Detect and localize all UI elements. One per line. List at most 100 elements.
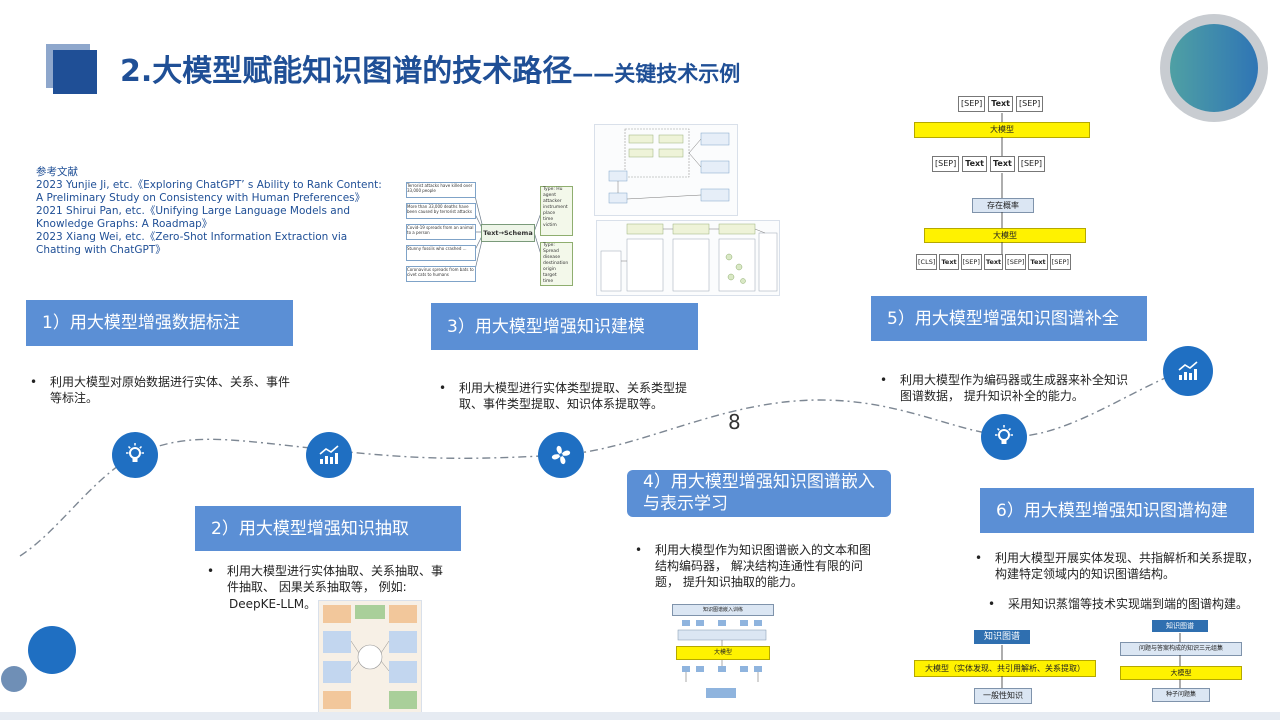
fig5-top-row: [SEP] Text [SEP] [958, 96, 1050, 112]
step-2-label-text: 2）用大模型增强知识抽取 [211, 518, 409, 539]
fig3-left-box: Terrorist attacks have killed over 33,00… [406, 182, 476, 198]
fig3-role: time [543, 279, 554, 284]
fig6a-kg-box: 知识图谱 [974, 630, 1030, 644]
fig5-mid-row: [SEP] Text Text [SEP] [932, 156, 1072, 172]
bullet: • [30, 375, 38, 389]
step-6-label-text: 6）用大模型增强知识图谱构建 [996, 500, 1228, 521]
step-6-label: 6）用大模型增强知识图谱构建 [980, 488, 1254, 533]
fig5-llm-bar-2: 大模型 [924, 228, 1086, 243]
fig5-token: Text [939, 254, 959, 270]
lightbulb-icon-circle-2 [981, 414, 1027, 460]
reference-item: 2023 Yunjie Ji, etc.《Exploring ChatGPT’ … [36, 179, 382, 204]
lightbulb-icon-circle [112, 432, 158, 478]
fig2-deepke-graphic [323, 605, 417, 709]
fig3-text-schema: Terrorist attacks have killed over 33,00… [406, 180, 576, 288]
step-3-label-text: 3）用大模型增强知识建模 [447, 316, 645, 337]
fan-icon-circle [538, 432, 584, 478]
fig5-token: Text [988, 96, 1014, 112]
fig3-left-box: More than 33,000 deaths have been caused… [406, 203, 476, 219]
lightbulb-icon [995, 425, 1013, 444]
step-3-desc-text: 利用大模型进行实体类型提取、关系类型提取、事件类型提取、知识体系提取等。 [459, 381, 688, 411]
fig5-token: [SEP] [1005, 254, 1027, 270]
decor-circle-large [28, 626, 76, 674]
fig4-llm-bar: 大模型 [676, 646, 770, 660]
step-3-desc: • 利用大模型进行实体类型提取、关系类型提取、事件类型提取、知识体系提取等。 [439, 380, 701, 412]
step-2-label: 2）用大模型增强知识抽取 [195, 506, 461, 551]
fig5-token: [CLS] [916, 254, 938, 270]
decor-circle-small [1, 666, 27, 692]
step-6-desc: •利用大模型开展实体发现、共指解析和关系提取， 构建特定领域内的知识图谱结构。 [975, 550, 1270, 582]
fig5-token: Text [1028, 254, 1048, 270]
fig3-role: instrument [543, 205, 568, 210]
fig3-type: Type: Hu [543, 187, 563, 192]
fig3-role: time [543, 217, 554, 222]
fig5-token: [SEP] [932, 156, 960, 172]
fig3-right-box-b: Type: Spread disease destination origin … [540, 242, 573, 286]
bullet: • [988, 597, 996, 611]
reference-item: 2021 Shirui Pan, etc.《Unifying Large Lan… [36, 205, 351, 230]
fig3-role: attacker [543, 199, 562, 204]
bottom-bar [0, 712, 1280, 720]
title-main: 2.大模型赋能知识图谱的技术路径 [120, 54, 573, 89]
step-2-desc-text: 利用大模型进行实体抽取、关系抽取、事件抽取、 因果关系抽取等， 例如: [227, 564, 444, 594]
fig3-left-box: Covid-19 spreads from an animal to a per… [406, 224, 476, 240]
fig3-role: agent [543, 193, 556, 198]
step-5-desc-text: 利用大模型作为编码器或生成器来补全知识图谱数据， 提升知识补全的能力。 [900, 373, 1129, 403]
step-5-label: 5）用大模型增强知识图谱补全 [871, 296, 1147, 341]
fig5-token: [SEP] [958, 96, 986, 112]
fig3-role: victim [543, 223, 557, 228]
reference-item: 2023 Xiang Wei, etc.《Zero-Shot Informati… [36, 231, 348, 256]
bullet: • [439, 381, 447, 395]
step-1-desc: • 利用大模型对原始数据进行实体、关系、事件等标注。 [30, 374, 292, 406]
fig5-token: [SEP] [1016, 96, 1044, 112]
chart-growth-icon-circle-2 [1163, 346, 1213, 396]
fig5-token: [SEP] [960, 254, 982, 270]
fig3-role: disease [543, 255, 561, 260]
fig5-probability-box: 存在概率 [972, 198, 1034, 213]
step-4-desc: • 利用大模型作为知识图谱嵌入的文本和图结构编码器， 解决结构连通性有限的问题， … [635, 542, 873, 590]
fig2-deepke-image [318, 600, 422, 718]
page-number: 8 [728, 410, 741, 434]
step-6-desc-text: 利用大模型开展实体发现、共指解析和关系提取， 构建特定领域内的知识图谱结构。 [995, 551, 1260, 581]
fig5-token: Text [983, 254, 1004, 270]
fig3-left-box: Coronavirus spreads from bats to civet c… [406, 266, 476, 282]
step-1-label-text: 1）用大模型增强数据标注 [42, 313, 240, 333]
fig6b-triples-box: 问题与答案构成的知识三元组集 [1120, 642, 1242, 656]
fig3-pipeline-lower [596, 220, 780, 296]
step-5-desc: • 利用大模型作为编码器或生成器来补全知识图谱数据， 提升知识补全的能力。 [880, 372, 1130, 404]
step-2-desc-extra: DeepKE-LLM。 [229, 597, 317, 611]
step-2-desc: • 利用大模型进行实体抽取、关系抽取、事件抽取、 因果关系抽取等， 例如: Deep… [207, 563, 447, 612]
fig5-token: Text [990, 156, 1015, 172]
fig3-right-box-a: Type: Hu agent attacker instrument place… [540, 186, 573, 236]
fig3-role: destination [543, 261, 569, 266]
step-5-label-text: 5）用大模型增强知识图谱补全 [887, 308, 1119, 329]
step-1-desc-text: 利用大模型对原始数据进行实体、关系、事件等标注。 [50, 375, 291, 405]
references: 参考文献 2023 Yunjie Ji, etc.《Exploring Chat… [36, 166, 391, 257]
fig5-bottom-row: [CLS] Text [SEP] Text [SEP] Text [SEP] [916, 254, 1090, 270]
fig6b-llm-bar: 大模型 [1120, 666, 1242, 680]
fig3-pipeline-lower-graphic [600, 223, 778, 292]
bullet: • [880, 373, 888, 387]
fig4-graphic [677, 620, 767, 698]
title-decoration-front [53, 50, 97, 94]
fig6b-seed-box: 种子问题集 [1152, 688, 1210, 702]
step-6-desc2-text: 采用知识蒸馏等技术实现端到端的图谱构建。 [1008, 597, 1249, 611]
fig3-left-box: Stunny fossils who crashed ... [406, 245, 476, 261]
fig6-construction-b: 知识图谱 问题与答案构成的知识三元组集 大模型 种子问题集 [1118, 618, 1242, 704]
page-title: 2.大模型赋能知识图谱的技术路径——关键技术示例 [120, 52, 740, 94]
fig3-pipeline-upper [594, 124, 738, 216]
bar-chart-icon [319, 445, 339, 464]
decor-circle-inner [1170, 24, 1258, 112]
step-1-label: 1）用大模型增强数据标注 [26, 300, 293, 346]
bullet: • [207, 564, 215, 578]
chart-growth-icon-circle [306, 432, 352, 478]
step-4-desc-text: 利用大模型作为知识图谱嵌入的文本和图结构编码器， 解决结构连通性有限的问题， 提… [655, 543, 872, 589]
fig6a-llm-bar: 大模型（实体发现、共引用解析、关系提取） [914, 660, 1096, 677]
lightbulb-icon [126, 443, 144, 462]
fig4-top-box: 知识图谱嵌入训练 [672, 604, 774, 616]
bullet: • [635, 543, 643, 557]
fig5-llm-bar: 大模型 [914, 122, 1090, 138]
fig3-role: place [543, 211, 556, 216]
fig3-center-box: Text→Schema [481, 224, 535, 242]
fig6-construction-a: 知识图谱 大模型（实体发现、共引用解析、关系提取） 一般性知识 [912, 628, 1096, 704]
